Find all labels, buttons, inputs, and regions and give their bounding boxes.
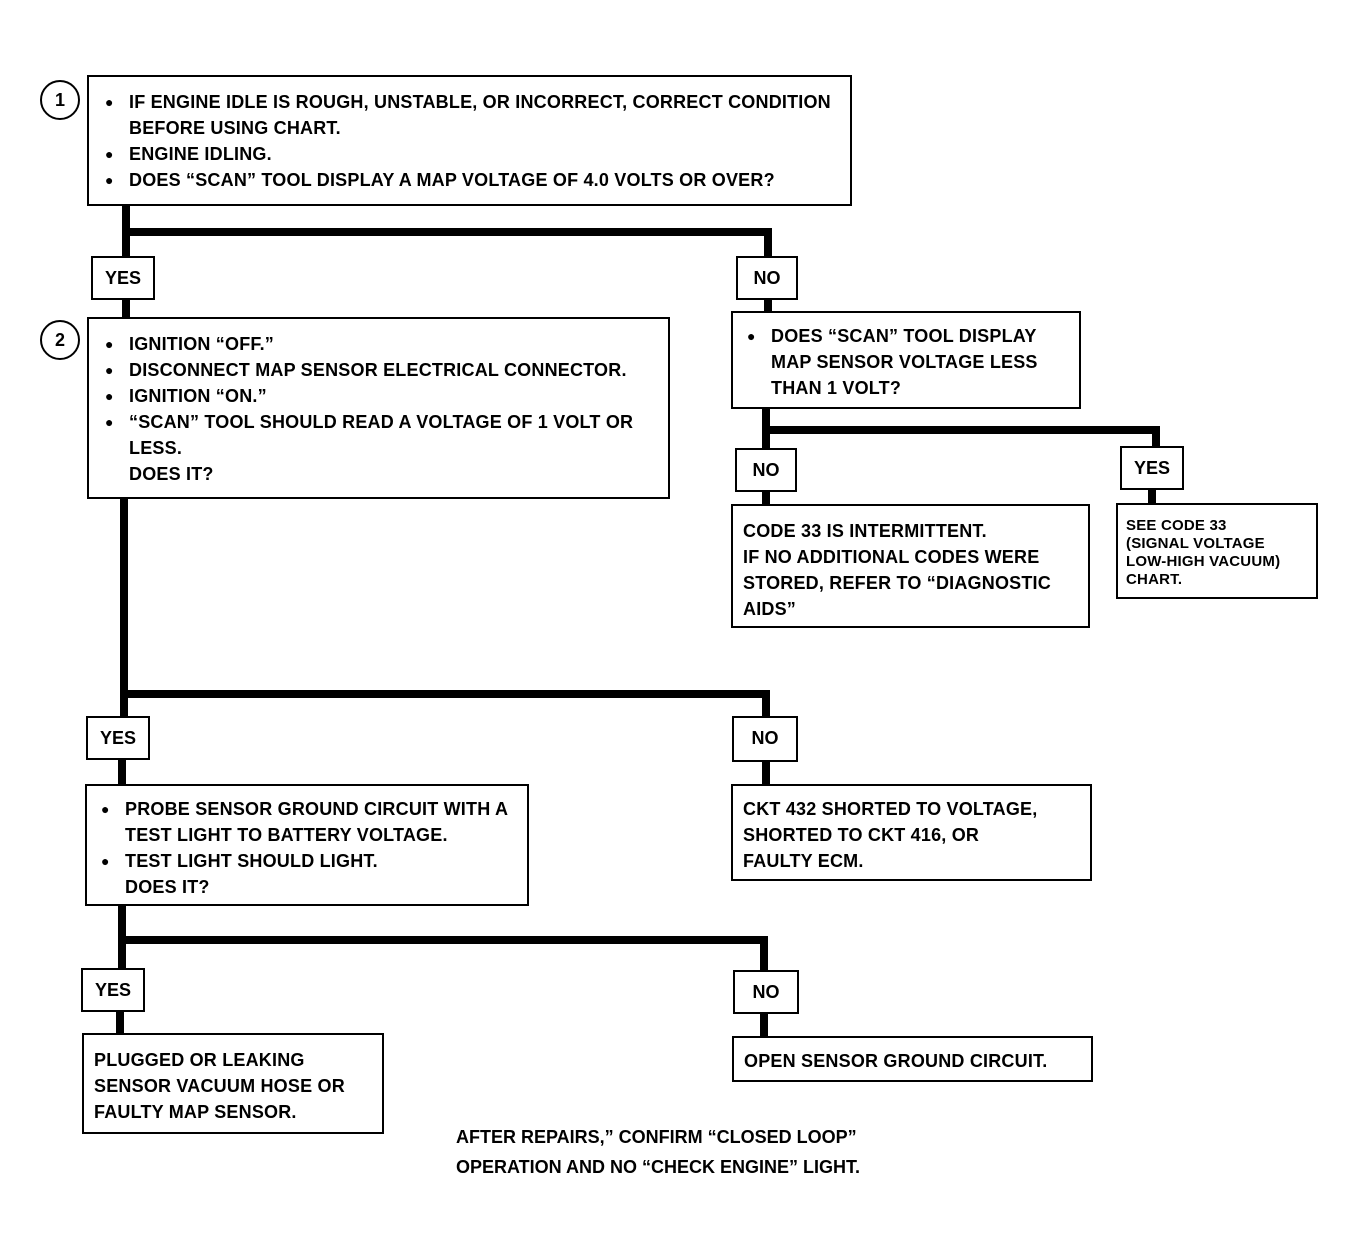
- result-box-open-ground: OPEN SENSOR GROUND CIRCUIT.: [732, 1036, 1093, 1082]
- no-label: NO: [736, 256, 798, 300]
- yes-label: YES: [91, 256, 155, 300]
- yes-label: YES: [86, 716, 150, 760]
- bullet-item: PROBE SENSOR GROUND CIRCUIT WITH A TEST …: [95, 796, 517, 848]
- question-box-map-voltage: IF ENGINE IDLE IS ROUGH, UNSTABLE, OR IN…: [87, 75, 852, 206]
- bullet-item: TEST LIGHT SHOULD LIGHT.: [95, 848, 517, 874]
- result-box-intermittent: CODE 33 IS INTERMITTENT. IF NO ADDITIONA…: [731, 504, 1090, 628]
- bullet-item: ENGINE IDLING.: [99, 141, 840, 167]
- bullet-item: “SCAN” TOOL SHOULD READ A VOLTAGE OF 1 V…: [99, 409, 658, 461]
- result-box-ckt-432: CKT 432 SHORTED TO VOLTAGE, SHORTED TO C…: [731, 784, 1092, 881]
- question-box-low-voltage: DOES “SCAN” TOOL DISPLAY MAP SENSOR VOLT…: [731, 311, 1081, 409]
- question-text: DOES IT?: [125, 877, 210, 897]
- bullet-item: IF ENGINE IDLE IS ROUGH, UNSTABLE, OR IN…: [99, 89, 840, 141]
- step-2-marker: 2: [40, 320, 80, 360]
- test-box-probe-ground: PROBE SENSOR GROUND CIRCUIT WITH A TEST …: [85, 784, 529, 906]
- bullet-item: DOES “SCAN” TOOL DISPLAY A MAP VOLTAGE O…: [99, 167, 840, 193]
- footer-note: AFTER REPAIRS,” CONFIRM “CLOSED LOOP” OP…: [456, 1127, 861, 1177]
- no-label: NO: [733, 970, 799, 1014]
- result-box-see-code-33: SEE CODE 33 (SIGNAL VOLTAGE LOW-HIGH VAC…: [1116, 503, 1318, 599]
- no-label: NO: [735, 448, 797, 492]
- no-label: NO: [732, 716, 798, 762]
- test-box-ignition: IGNITION “OFF.” DISCONNECT MAP SENSOR EL…: [87, 317, 670, 499]
- bullet-item: IGNITION “ON.”: [99, 383, 658, 409]
- yes-label: YES: [1120, 446, 1184, 490]
- bullet-item: DISCONNECT MAP SENSOR ELECTRICAL CONNECT…: [99, 357, 658, 383]
- result-box-plugged-hose: PLUGGED OR LEAKING SENSOR VACUUM HOSE OR…: [82, 1033, 384, 1134]
- step-1-marker: 1: [40, 80, 80, 120]
- bullet-item: IGNITION “OFF.”: [99, 331, 658, 357]
- question-text: DOES IT?: [129, 464, 214, 484]
- yes-label: YES: [81, 968, 145, 1012]
- bullet-item: DOES “SCAN” TOOL DISPLAY MAP SENSOR VOLT…: [741, 323, 1071, 401]
